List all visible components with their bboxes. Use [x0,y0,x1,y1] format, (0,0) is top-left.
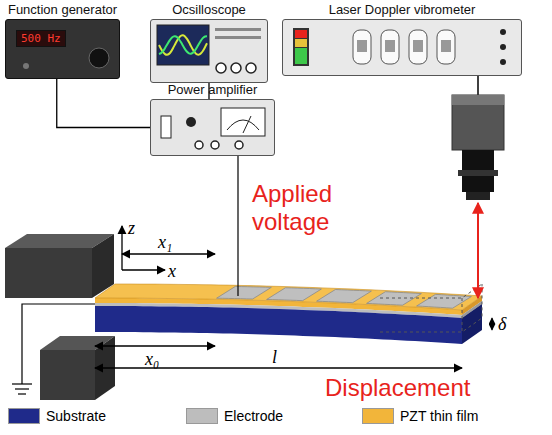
instrument-name: Ocsilloscope [150,2,268,19]
dimension-label: l [272,347,277,367]
upper-clamp [5,234,114,298]
instrument-panel [151,20,269,82]
laser-head [452,75,504,298]
legend-text: Electrode [224,408,283,424]
display-reading: 500 Hz [16,30,66,47]
voltage-wire [237,152,238,296]
instrument-vibrometer: Laser Doppler vibrometer [282,2,522,76]
instrument-body: 500 Hz [5,19,120,79]
legend-swatch [186,408,218,424]
legend-text: Substrate [46,408,106,424]
top-electrode [417,294,472,308]
legend-entry: Electrode [186,408,283,424]
legend-swatch [8,408,40,424]
top-electrode [267,288,322,301]
substrate-layer [95,306,462,344]
instrument-name: Laser Doppler vibrometer [282,2,522,19]
signal-wire [57,79,150,128]
legend-entry: Substrate [8,408,106,424]
instrument-name: Function generator [5,2,120,19]
annotation-applied-voltage: Applied voltage [252,180,362,236]
axis-label: z [128,218,135,238]
top-electrode [217,286,272,299]
dimension-label: δ [498,314,506,334]
pzt-top-face [95,284,482,310]
legend-entry: PZT thin film [362,408,478,424]
instrument-panel [6,20,121,78]
ground-wire [12,304,95,394]
cantilever-beam [95,284,482,344]
dimension-label: x₁ [158,232,172,252]
dimension-arrows [95,226,492,368]
instrument-body [282,19,522,76]
legend-text: PZT thin film [400,408,478,424]
legend-swatch [362,408,394,424]
instrument-oscilloscope: Ocsilloscope [150,2,268,83]
instrument-body [150,99,275,156]
annotation-displacement: Displacement [325,374,470,402]
beam-end-face [462,304,482,344]
instrument-body [150,19,268,83]
axis-label: x [168,261,176,281]
instrument-power-amplifier: Power amplifier [150,82,275,156]
top-electrode [317,290,372,303]
instrument-name: Power amplifier [150,82,275,99]
instrument-panel [283,20,523,75]
instrument-function-generator: Function generator 500 Hz [5,2,120,79]
undeflected-outline [380,284,482,332]
dimension-label: x₀ [145,349,159,369]
instrument-panel [151,100,276,155]
